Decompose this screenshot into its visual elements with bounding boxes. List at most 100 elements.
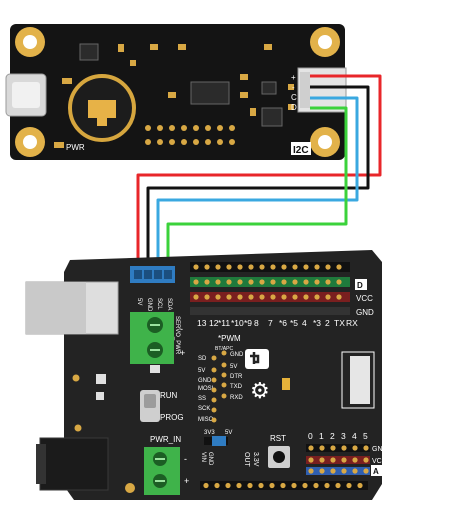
header-pin bbox=[325, 294, 331, 300]
spi-pin-label: SD bbox=[198, 356, 207, 362]
header-pin bbox=[363, 468, 369, 474]
header-pin bbox=[314, 294, 320, 300]
digital-d-label: D bbox=[357, 281, 363, 290]
header-pin bbox=[341, 445, 347, 451]
header-pin bbox=[303, 264, 309, 270]
spi-pin-label: SS bbox=[198, 396, 206, 402]
mounting-hole bbox=[310, 127, 340, 157]
pwr-label: PWR bbox=[66, 143, 85, 152]
wire-green bbox=[166, 106, 348, 268]
mounting-hole bbox=[15, 27, 45, 57]
gear-icon: ⚙ bbox=[250, 378, 270, 403]
power-jumper[interactable] bbox=[212, 436, 226, 446]
header-pin bbox=[237, 264, 243, 270]
header-pin bbox=[259, 294, 265, 300]
header-pin bbox=[325, 264, 331, 270]
header-pin bbox=[336, 279, 342, 285]
header-pin bbox=[303, 294, 309, 300]
header-pin bbox=[226, 294, 232, 300]
header-pin bbox=[341, 457, 347, 463]
analog-vcc-label: VCC bbox=[372, 458, 387, 465]
module-pin-label: + bbox=[291, 73, 296, 82]
header-pin bbox=[269, 482, 275, 489]
header-pin bbox=[237, 279, 243, 285]
wire-blue bbox=[156, 96, 359, 268]
analog-pin-number: 0 bbox=[308, 431, 313, 441]
pwr-led bbox=[54, 142, 64, 148]
header-pin bbox=[319, 445, 325, 451]
header-pin-label: SDA bbox=[166, 298, 172, 310]
bt-pin-label: TXD bbox=[230, 384, 243, 390]
servo-minus: - bbox=[180, 324, 183, 334]
header-pin bbox=[248, 279, 254, 285]
header-pin bbox=[363, 445, 369, 451]
digital-pin-number: 13 bbox=[197, 318, 207, 328]
out-label: OUT bbox=[243, 452, 250, 468]
module-pin-label: - bbox=[292, 83, 295, 92]
analog-pin-number: 1 bbox=[319, 431, 324, 441]
header-pin bbox=[341, 468, 347, 474]
pcb-pads bbox=[62, 44, 294, 116]
sensor-module: PWR I2C + - C D bbox=[5, 24, 347, 160]
pwr-in-minus: - bbox=[184, 454, 187, 464]
header-pin bbox=[237, 294, 243, 300]
pwm-label: *PWM bbox=[218, 334, 241, 343]
header-pin bbox=[226, 279, 232, 285]
servo-terminal bbox=[130, 312, 174, 364]
header-pin bbox=[280, 482, 286, 489]
header-pin bbox=[193, 264, 199, 270]
digital-header bbox=[190, 262, 350, 315]
header-pin bbox=[314, 264, 320, 270]
spi-pin-label: SCK bbox=[198, 406, 210, 412]
analog-pin-number: 4 bbox=[352, 431, 357, 441]
header-pin bbox=[204, 294, 210, 300]
run-label: RUN bbox=[160, 391, 178, 400]
spi-pin-label: GND bbox=[198, 378, 212, 384]
chip-component bbox=[261, 81, 277, 95]
header-pin bbox=[247, 482, 253, 489]
header-pin bbox=[292, 264, 298, 270]
digital-pin-number: *3 bbox=[313, 318, 321, 328]
header-pin bbox=[214, 482, 220, 489]
servo-plus: + bbox=[180, 348, 185, 358]
header-pin bbox=[330, 445, 336, 451]
rst-label: RST bbox=[270, 434, 286, 443]
analog-a-label: A bbox=[373, 467, 379, 476]
digital-vcc-label: VCC bbox=[356, 294, 373, 303]
header-pin bbox=[281, 294, 287, 300]
header-pin bbox=[308, 445, 314, 451]
spi-pin-label: MISO bbox=[198, 417, 214, 423]
header-pin bbox=[324, 482, 330, 489]
header-pin bbox=[336, 264, 342, 270]
v33-out-label: 3.3V bbox=[252, 452, 259, 467]
header-pin bbox=[319, 468, 325, 474]
header-pin bbox=[330, 468, 336, 474]
header-pin bbox=[215, 264, 221, 270]
analog-pin-number: 5 bbox=[363, 431, 368, 441]
chip-component bbox=[261, 107, 283, 127]
header-pin bbox=[270, 294, 276, 300]
header-pin bbox=[363, 457, 369, 463]
header-pin bbox=[335, 482, 341, 489]
header-pin bbox=[291, 482, 297, 489]
digital-pin-number: *6 bbox=[279, 318, 287, 328]
header-pin bbox=[248, 264, 254, 270]
header-pin bbox=[352, 457, 358, 463]
header-pin bbox=[330, 457, 336, 463]
pwr-in-plus: + bbox=[184, 476, 189, 486]
digital-pin-number: *9 bbox=[244, 318, 252, 328]
header-pin bbox=[225, 482, 231, 489]
digital-pin-number: 2 bbox=[325, 318, 330, 328]
i2c-label: I2C bbox=[293, 145, 309, 156]
analog-header bbox=[306, 444, 370, 475]
v5-label: 5V bbox=[225, 430, 232, 436]
header-pin bbox=[259, 279, 265, 285]
header-pin bbox=[215, 294, 221, 300]
pcb-holes bbox=[145, 125, 235, 145]
spi-pin-label: MOSI bbox=[198, 386, 214, 392]
header-pin bbox=[270, 264, 276, 270]
header-pin bbox=[292, 279, 298, 285]
pwr-in-terminal bbox=[144, 447, 180, 495]
header-pin bbox=[281, 264, 287, 270]
